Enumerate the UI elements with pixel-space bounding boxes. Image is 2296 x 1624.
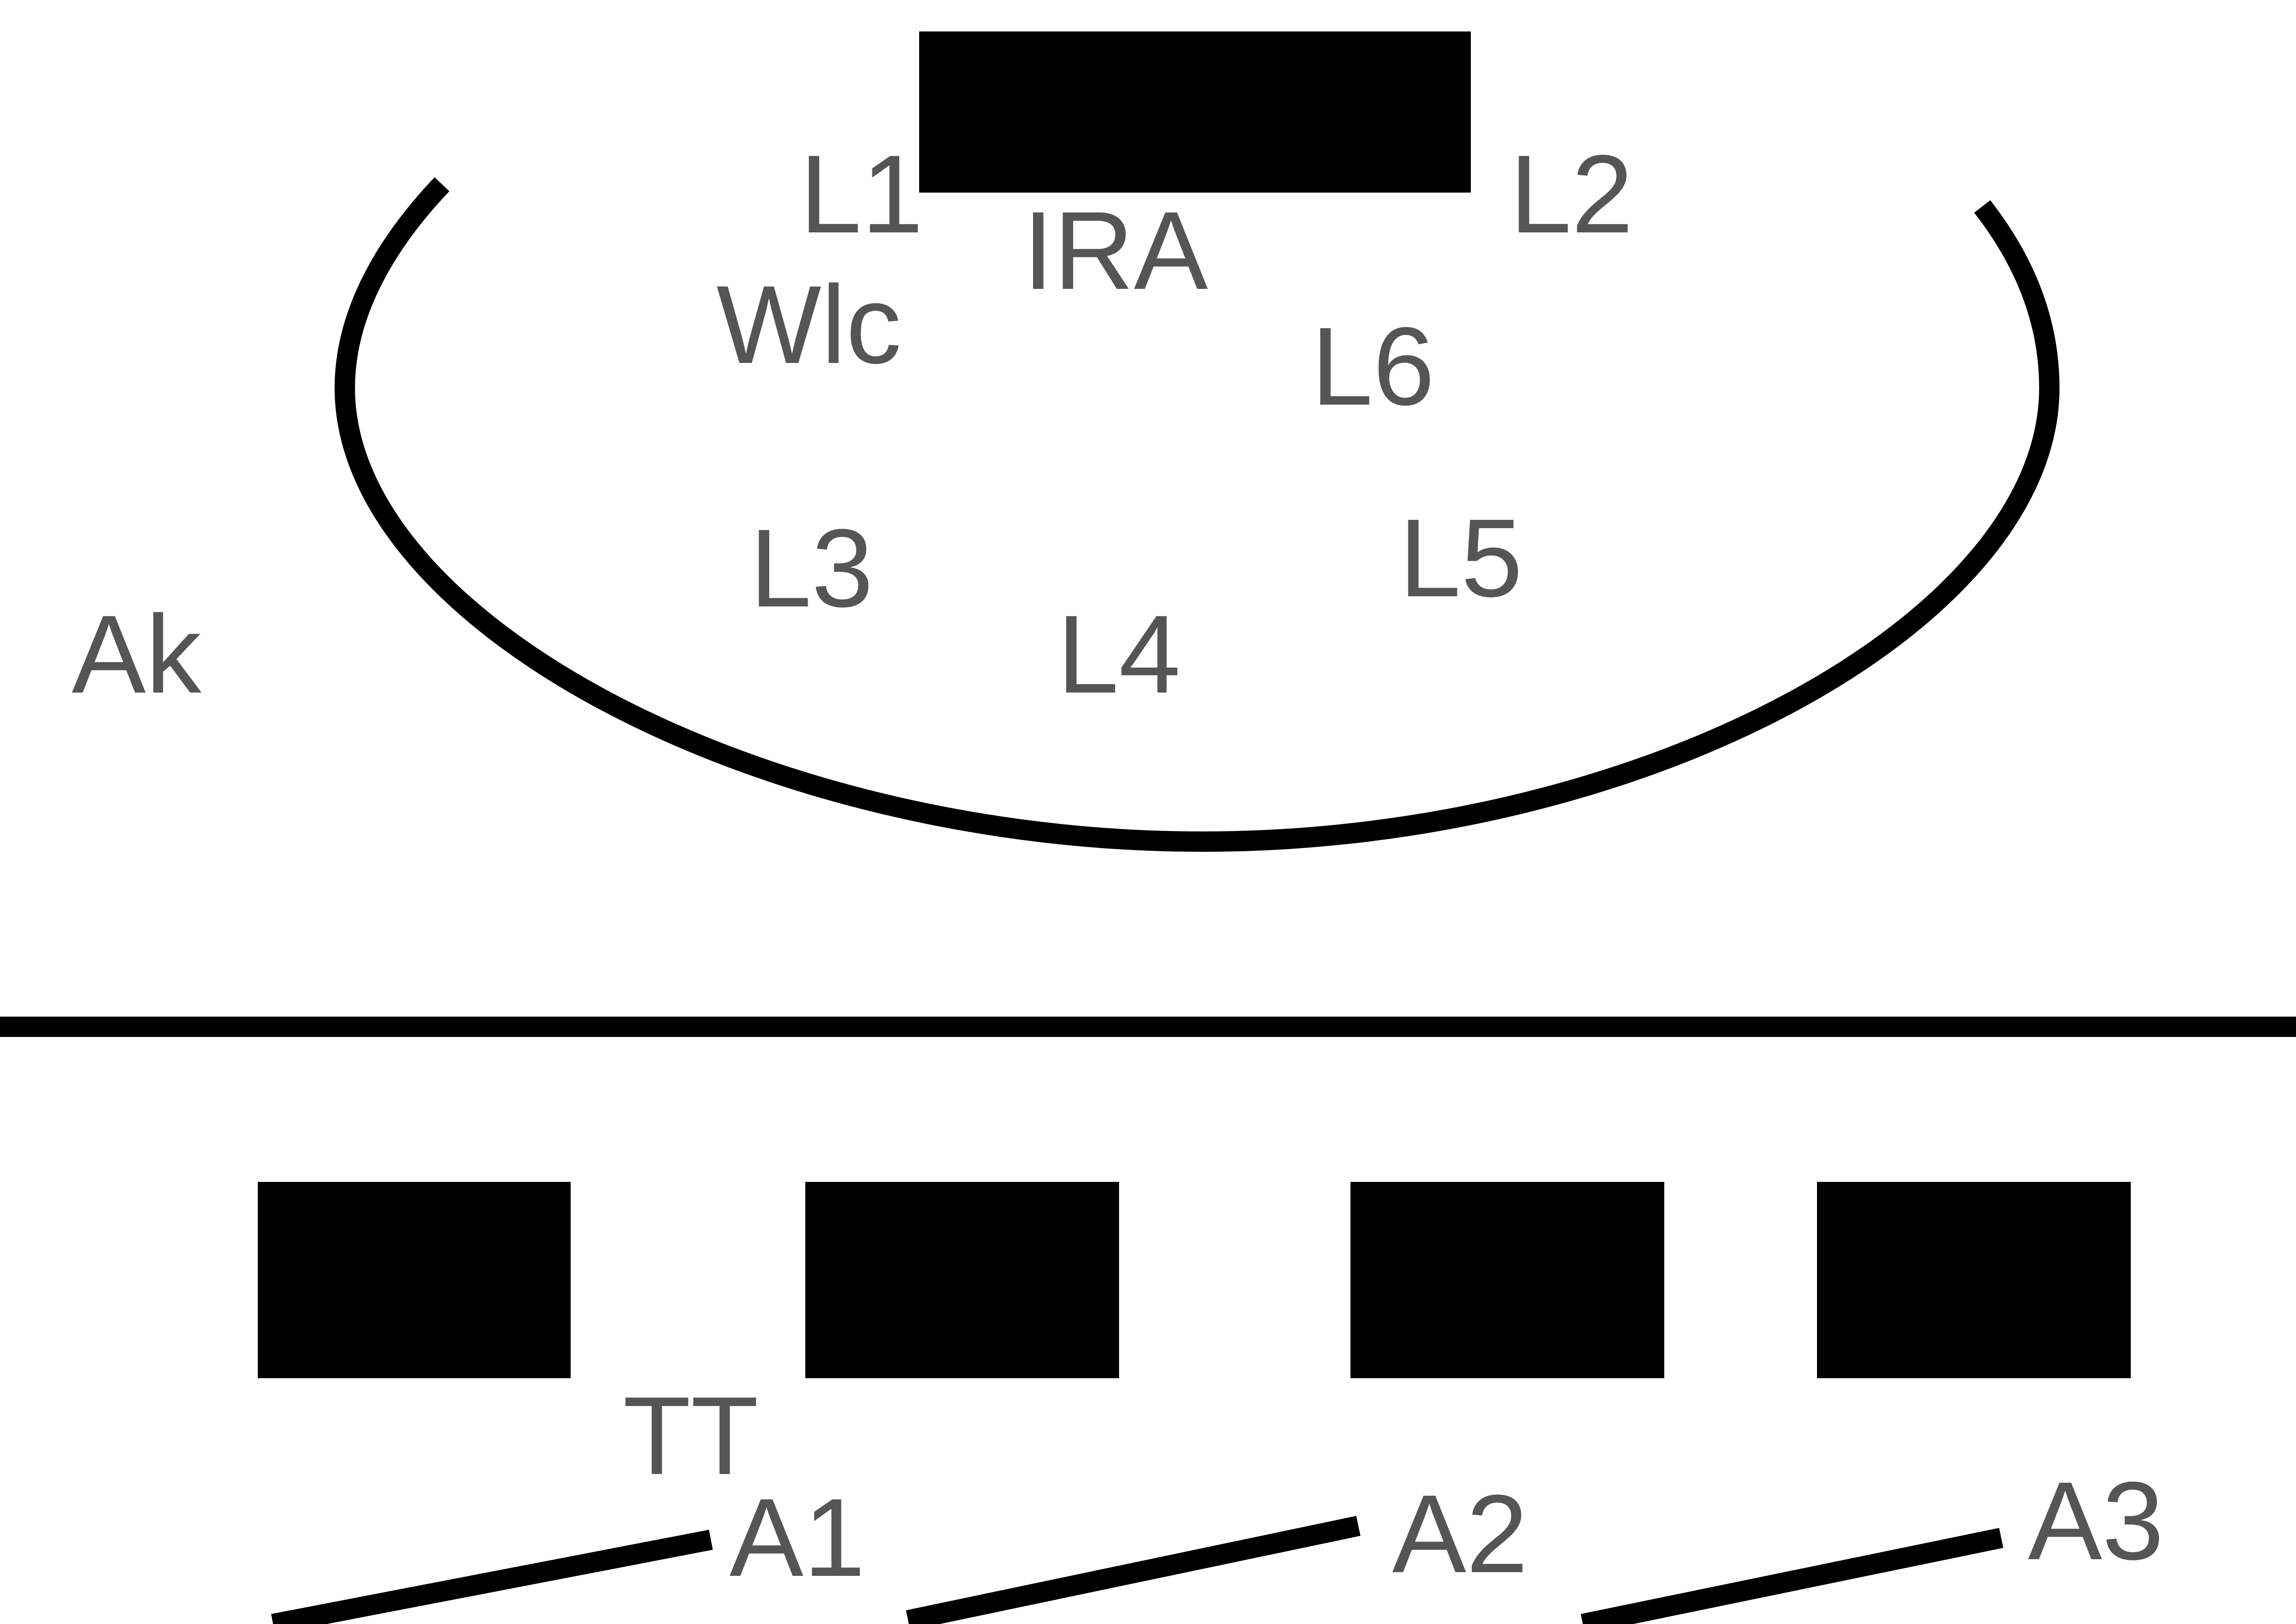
segment-a3 (1580, 1528, 2004, 1624)
label-l4: L4 (1057, 592, 1181, 716)
bottom-block-2 (805, 1182, 1119, 1378)
label-l1: L1 (800, 132, 923, 256)
top-block (919, 31, 1471, 193)
label-a1: A1 (729, 1475, 865, 1599)
label-l3: L3 (750, 506, 873, 630)
label-l6: L6 (1311, 304, 1435, 428)
label-a2: A2 (1392, 1472, 1528, 1596)
label-l2: L2 (1510, 132, 1633, 256)
loop-arc (334, 177, 2060, 852)
label-a3: A3 (2028, 1459, 2164, 1583)
bottom-block-4 (1817, 1182, 2131, 1378)
label-ira: IRA (1023, 188, 1208, 312)
bottom-block-3 (1350, 1182, 1664, 1378)
label-ak: Ak (72, 592, 202, 716)
segment-a1 (271, 1530, 713, 1624)
bottom-block-1 (258, 1182, 571, 1378)
label-tt: TT (623, 1374, 759, 1498)
label-l5: L5 (1399, 496, 1523, 620)
label-wlc: Wlc (716, 262, 902, 387)
segment-a2 (906, 1516, 1361, 1624)
